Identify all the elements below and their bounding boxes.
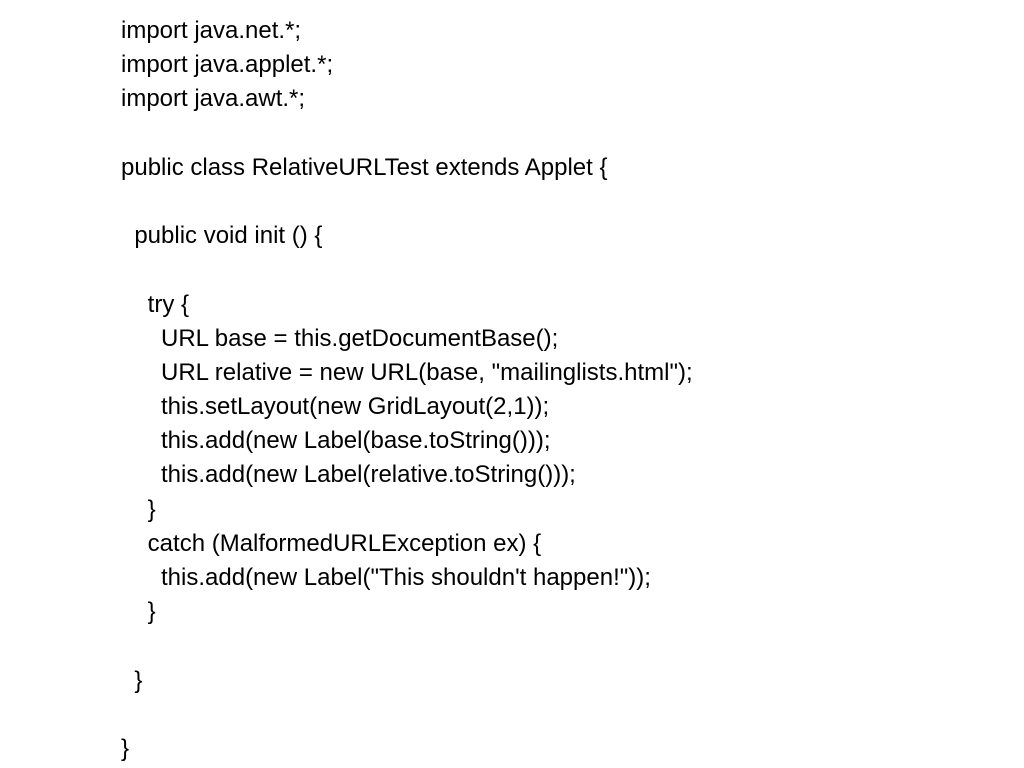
code-listing: import java.net.*; import java.applet.*;… (121, 14, 693, 766)
code-line: } (121, 666, 143, 694)
code-line: try { (121, 290, 190, 318)
code-line: } (121, 495, 156, 523)
code-line: } (121, 734, 130, 762)
code-line: import java.net.*; (121, 17, 302, 44)
code-line: import java.applet.*; (121, 51, 334, 79)
code-line: public class RelativeURLTest extends App… (121, 153, 608, 181)
code-line: } (121, 598, 156, 626)
code-line (121, 117, 693, 151)
code-line (121, 253, 693, 287)
code-line: import java.awt.*; (121, 85, 306, 113)
code-line: this.add(new Label(relative.toString()))… (121, 461, 576, 489)
code-line: URL relative = new URL(base, "mailinglis… (121, 358, 693, 386)
code-line: this.add(new Label(base.toString())); (121, 427, 551, 455)
code-line: this.add(new Label("This shouldn't happe… (121, 564, 651, 591)
code-line: URL base = this.getDocumentBase(); (121, 324, 559, 352)
code-line (121, 698, 693, 732)
code-line (121, 185, 693, 219)
code-line: public void init () { (121, 222, 323, 250)
code-line (121, 629, 693, 663)
code-line: catch (MalformedURLException ex) { (121, 529, 542, 557)
code-line: this.setLayout(new GridLayout(2,1)); (121, 393, 550, 421)
